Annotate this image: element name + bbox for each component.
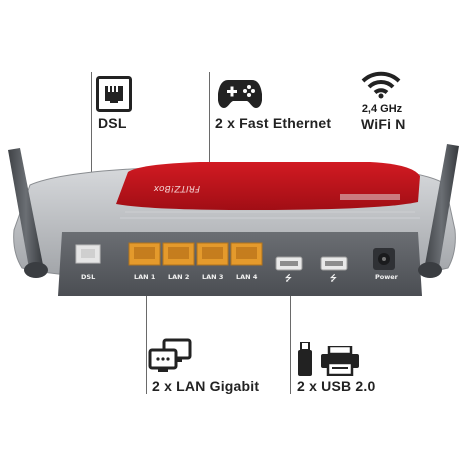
- usb-stick-icon: [298, 341, 312, 376]
- port-label-lan3: LAN 3: [202, 273, 224, 281]
- usb-feature-label: 2 x USB 2.0: [297, 378, 376, 394]
- dsl-feature-label: DSL: [98, 115, 127, 131]
- ethernet-leader-line: [209, 72, 210, 250]
- ethernet-feature-label: 2 x Fast Ethernet: [215, 115, 332, 131]
- port-label-lan1: LAN 1: [134, 273, 156, 281]
- usb-leader-line: [290, 282, 291, 394]
- computers-icon: [148, 338, 192, 374]
- port-label-lan4: LAN 4: [236, 273, 258, 281]
- printer-icon: [320, 344, 360, 377]
- lan-leader-line: [146, 282, 147, 394]
- phone-jack-icon: [96, 76, 132, 112]
- port-label-dsl: DSL: [81, 273, 96, 281]
- router-image: FRITZ!Box: [0, 140, 469, 315]
- usb-port-symbol-2: ⭍: [330, 274, 337, 283]
- port-label-power: Power: [375, 273, 398, 281]
- lan-feature-label: 2 x LAN Gigabit: [152, 378, 260, 394]
- wifi-icon: [361, 71, 401, 99]
- usb-port-symbol-1: ⭍: [285, 274, 292, 283]
- wifi-band-label: 2,4 GHz: [361, 103, 403, 115]
- dsl-leader-line: [91, 72, 92, 268]
- wifi-feature-label: WiFi N: [361, 116, 406, 132]
- gamepad-icon: [217, 76, 263, 110]
- port-label-lan2: LAN 2: [168, 273, 190, 281]
- svg-text:FRITZ!Box: FRITZ!Box: [153, 183, 200, 193]
